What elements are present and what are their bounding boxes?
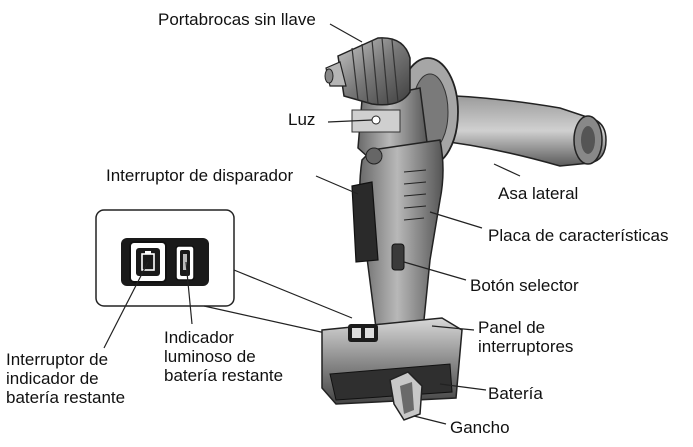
label-rating-plate: Placa de características bbox=[488, 226, 669, 245]
label-selector-button: Botón selector bbox=[470, 276, 579, 295]
label-hook: Gancho bbox=[450, 418, 510, 437]
label-trigger-switch: Interruptor de disparador bbox=[106, 166, 294, 185]
label-indicator-switch: Interruptor de indicador de batería rest… bbox=[6, 350, 125, 407]
label-switch-panel-line-2: interruptores bbox=[478, 337, 574, 356]
inset-panel-box bbox=[95, 209, 235, 307]
battery-graphic bbox=[321, 317, 463, 421]
label-indicator-lamp-line-1: Indicador bbox=[164, 328, 234, 347]
label-indicator-switch-line-1: Interruptor de bbox=[6, 350, 109, 369]
grip-body-graphic bbox=[351, 139, 444, 329]
label-switch-panel-line-1: Panel de bbox=[478, 318, 546, 337]
label-indicator-switch-line-3: batería restante bbox=[6, 388, 126, 407]
chuck-graphic bbox=[324, 37, 411, 106]
label-switch-panel: Panel de interruptores bbox=[478, 318, 573, 356]
leader-lines bbox=[103, 23, 521, 425]
label-indicator-lamp-line-3: batería restante bbox=[164, 366, 284, 385]
label-light: Luz bbox=[288, 110, 316, 129]
label-indicator-lamp-line-2: luminoso de bbox=[164, 347, 256, 366]
label-side-handle: Asa lateral bbox=[498, 184, 579, 203]
label-keyless-chuck: Portabrocas sin llave bbox=[158, 10, 316, 29]
label-indicator-switch-line-2: indicador de bbox=[6, 369, 99, 388]
label-battery: Batería bbox=[488, 384, 543, 403]
label-indicator-lamp: Indicador luminoso de batería restante bbox=[164, 328, 283, 385]
